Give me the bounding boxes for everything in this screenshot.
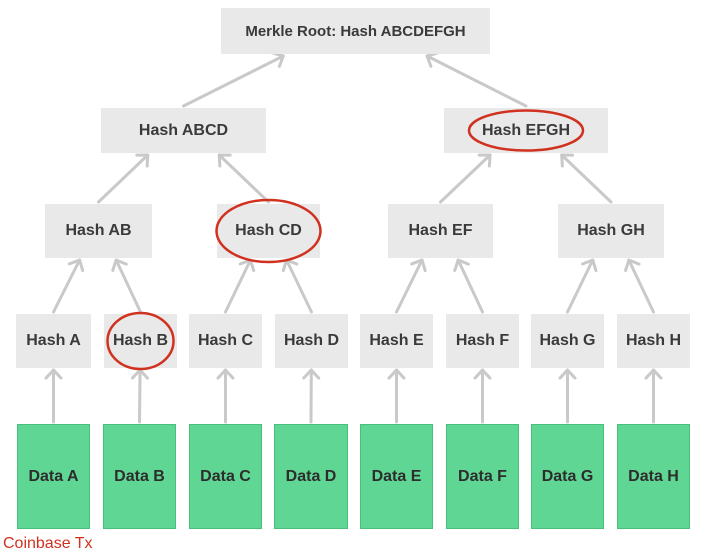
edge-b-to-ab xyxy=(111,258,142,314)
edge-cd-to-abcd xyxy=(217,153,270,204)
arrowhead-icon xyxy=(624,258,641,272)
edge-data_c-to-c xyxy=(216,368,235,424)
hash-cd-node: Hash CD xyxy=(217,204,320,258)
arrowhead-icon xyxy=(238,258,256,273)
arrowhead-icon xyxy=(216,368,235,380)
edge-e-to-ef xyxy=(395,258,427,314)
arrowhead-icon xyxy=(281,258,299,273)
edge-data_f-to-f xyxy=(473,368,492,424)
data-f-block: Data F xyxy=(446,424,519,529)
arrowhead-icon xyxy=(473,368,492,380)
hash-ef-node: Hash EF xyxy=(388,204,493,258)
arrowhead-icon xyxy=(131,368,149,380)
arrowhead-icon xyxy=(271,51,285,68)
arrowhead-icon xyxy=(387,368,406,380)
arrowhead-icon xyxy=(44,368,63,380)
edge-a-to-ab xyxy=(52,258,85,314)
hash-h-node: Hash H xyxy=(617,314,690,368)
data-b-block: Data B xyxy=(103,424,176,529)
edge-c-to-cd xyxy=(224,258,256,314)
edge-data_b-to-b xyxy=(131,368,149,424)
arrowhead-icon xyxy=(560,153,575,168)
merkle-root-node: Merkle Root: Hash ABCDEFGH xyxy=(221,8,490,54)
arrowhead-icon xyxy=(217,153,232,168)
hash-c-node: Hash C xyxy=(189,314,262,368)
edge-ab-to-abcd xyxy=(97,153,150,204)
edge-d-to-cd xyxy=(281,258,313,314)
data-h-block: Data H xyxy=(617,424,690,529)
data-e-block: Data E xyxy=(360,424,433,529)
edge-g-to-gh xyxy=(566,258,598,314)
data-c-block: Data C xyxy=(189,424,262,529)
arrowhead-icon xyxy=(425,51,440,68)
arrowhead-icon xyxy=(580,258,598,273)
hash-e-node: Hash E xyxy=(360,314,433,368)
edge-ef-to-efgh xyxy=(439,153,492,204)
edge-data_h-to-h xyxy=(644,368,663,424)
arrowhead-icon xyxy=(410,258,427,273)
hash-g-node: Hash G xyxy=(531,314,604,368)
edge-data_e-to-e xyxy=(387,368,406,424)
arrowhead-icon xyxy=(67,258,85,273)
edge-data_d-to-d xyxy=(302,368,321,424)
data-d-block: Data D xyxy=(274,424,348,529)
edge-gh-to-efgh xyxy=(560,153,613,204)
hash-f-node: Hash F xyxy=(446,314,519,368)
hash-gh-node: Hash GH xyxy=(558,204,664,258)
data-g-block: Data G xyxy=(531,424,604,529)
edge-f-to-ef xyxy=(453,258,484,314)
hash-a-node: Hash A xyxy=(16,314,91,368)
edge-abcd-to-root xyxy=(182,51,285,108)
hash-efgh-node: Hash EFGH xyxy=(444,108,608,153)
edge-data_g-to-g xyxy=(558,368,577,424)
arrowhead-icon xyxy=(558,368,577,380)
coinbase-tx-caption: Coinbase Tx xyxy=(3,535,93,552)
edge-h-to-gh xyxy=(624,258,655,314)
arrowhead-icon xyxy=(302,368,321,380)
data-a-block: Data A xyxy=(17,424,90,529)
hash-abcd-node: Hash ABCD xyxy=(101,108,266,153)
arrowhead-icon xyxy=(111,258,128,272)
hash-ab-node: Hash AB xyxy=(45,204,152,258)
hash-b-node: Hash B xyxy=(104,314,177,368)
arrowhead-icon xyxy=(453,258,470,272)
hash-d-node: Hash D xyxy=(275,314,348,368)
arrowhead-icon xyxy=(135,153,150,168)
arrowhead-icon xyxy=(477,153,492,168)
arrowhead-icon xyxy=(644,368,663,380)
edge-data_a-to-a xyxy=(44,368,63,424)
edge-efgh-to-root xyxy=(425,51,528,108)
